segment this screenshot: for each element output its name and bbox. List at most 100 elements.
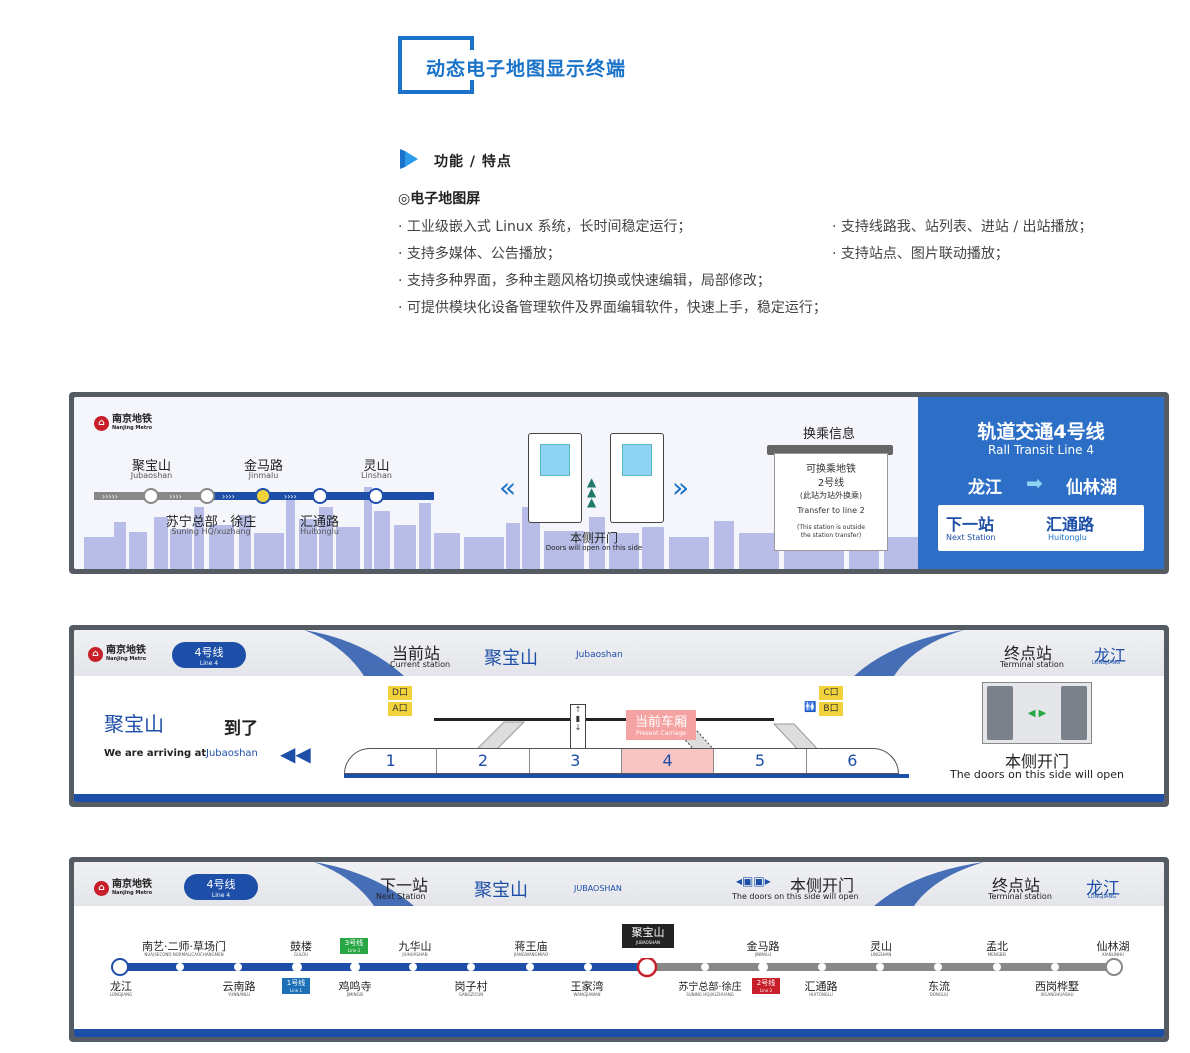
current-station-label: 当前站 xyxy=(392,644,441,663)
station-name-en: JIUHUASHAN xyxy=(402,952,428,957)
next-station-label-en: Next Station xyxy=(376,892,426,901)
station-name-en: WANGJIAWAN xyxy=(573,992,601,997)
next-station-name: 聚宝山 xyxy=(474,880,528,901)
door-label: 本侧开门 xyxy=(569,531,618,545)
station-name-en: GANGZICUN xyxy=(458,992,484,997)
arrived-label: 到了 xyxy=(224,719,258,739)
exit-sign: A口 xyxy=(388,702,412,716)
station-name: 金马路 xyxy=(746,940,780,953)
feature-item: · 工业级嵌入式 Linux 系统，长时间稳定运行； xyxy=(398,219,692,235)
feature-item: · 可提供模块化设备管理软件及界面编辑软件，快速上手，稳定运行； xyxy=(398,300,827,316)
logo-text: 南京地铁 xyxy=(106,645,146,656)
transfer-badge-label: 3号线 xyxy=(344,939,364,947)
double-arrow-left-icon: ◀◀ xyxy=(280,742,311,766)
station-name-en: JINMALU xyxy=(754,952,772,957)
chevron-left-icon: « xyxy=(499,471,517,504)
station-name-en: Jinmalu xyxy=(248,471,279,480)
station-name-en: JIANGWANGMIAO xyxy=(513,952,549,957)
features-title: 功能 / 特点 xyxy=(434,154,512,170)
section-title: ◎电子地图屏 xyxy=(398,191,481,207)
transfer-badge-label-en: Line 1 xyxy=(289,988,303,993)
transfer-badge-line2: 2号线 Line 2 xyxy=(752,978,780,994)
station-name-en: YUNNANLU xyxy=(227,992,251,997)
feature-item: · 支持多媒体、公告播放； xyxy=(398,246,561,262)
logo-text-en: Nanjing Metro xyxy=(106,656,147,662)
swoosh-decor xyxy=(304,630,404,676)
terminal-station: 仙林湖 xyxy=(1066,478,1117,498)
station-name-en: HUITONGLU xyxy=(809,992,833,997)
station-name: 汇通路 xyxy=(299,515,339,530)
metro-logo-icon: ⌂ xyxy=(94,415,109,431)
door-label-en: The doors on this side will open xyxy=(949,768,1125,781)
door-illustration: ◀ ▶ xyxy=(982,682,1092,744)
current-station-label-en: Current station xyxy=(390,660,451,669)
present-carriage-label: 当前车厢 xyxy=(634,715,687,730)
page-title: 动态电子地图显示终端 xyxy=(426,58,627,80)
transfer-line: 可换乘地铁 xyxy=(806,464,856,475)
chevron-right-icon: » xyxy=(672,471,690,504)
transfer-title: 换乘信息 xyxy=(802,427,855,442)
station-name: 东流 xyxy=(928,980,950,993)
station-name: 鸡鸣寺 xyxy=(338,980,372,993)
feature-item: · 支持站点、图片联动播放； xyxy=(832,246,1009,262)
carriage: 5 xyxy=(714,749,807,773)
transfer-badge-line1: 1号线 Line 1 xyxy=(282,978,310,994)
current-station-name: 聚宝山 xyxy=(484,648,538,669)
station-name-en: MENGBEI xyxy=(987,952,1007,957)
terminal-label-en: Terminal station xyxy=(1000,660,1064,669)
door-open-arrows-icon: ◀ ▶ xyxy=(1027,707,1047,719)
next-station-label: 下一站 xyxy=(946,515,995,534)
current-station-flag-label-en: JUBAOSHAN xyxy=(636,940,660,945)
carriage: 2 xyxy=(437,749,530,773)
current-station-flag: 聚宝山 JUBAOSHAN xyxy=(622,924,674,948)
line-badge-label: 4号线 xyxy=(194,646,224,659)
door-left xyxy=(528,433,582,523)
transfer-line: (This station is outside xyxy=(797,524,865,531)
station-name: 汇通路 xyxy=(804,980,838,993)
door-panel xyxy=(987,686,1013,740)
logo-text-en: Nanjing Metro xyxy=(112,425,153,431)
swoosh-decor xyxy=(314,862,414,906)
transfer-badge-label-en: Line 2 xyxy=(759,988,773,993)
route-line xyxy=(111,958,1123,978)
feature-item: · 支持多种界面，多种主题风格切换或快速编辑，局部修改； xyxy=(398,273,771,289)
transfer-line: 2号线 xyxy=(817,478,845,489)
station-name: 灵山 xyxy=(363,459,390,474)
terminal-station-name: 龙江 xyxy=(1086,879,1120,899)
terminal-station-name-en: LONGJIANG xyxy=(1092,660,1121,666)
train-body: 1 2 3 4 5 6 xyxy=(344,748,899,774)
station-name: 龙江 xyxy=(110,980,132,993)
logo-text: 南京地铁 xyxy=(112,414,152,425)
svg-text:›››››: ››››› xyxy=(102,492,118,501)
door-label: 本侧开门 xyxy=(790,876,855,895)
svg-text:››››: ›››› xyxy=(169,492,182,501)
chevron-up-icon: ▲▲▲ xyxy=(587,475,597,509)
station-name-en: Huitonglu xyxy=(300,527,339,536)
title-frame xyxy=(398,36,474,94)
terminal-label-en: Terminal station xyxy=(988,892,1052,901)
transfer-line: the station transfer) xyxy=(800,532,862,539)
station-name-en: LONGJIANG xyxy=(109,992,133,997)
next-station-label: 下一站 xyxy=(380,876,429,895)
svg-text:››››: ›››› xyxy=(222,492,235,501)
station-name: 孟北 xyxy=(986,940,1008,953)
transfer-board: 可换乘地铁 2号线 (此站为站外换乘) Transfer to line 2 (… xyxy=(774,453,888,551)
arrow-right-icon: ➡ xyxy=(1026,471,1043,495)
terminal-station-name-en: LONGJIANG xyxy=(1088,894,1117,900)
carriage: 3 xyxy=(530,749,622,773)
logo-text: 南京地铁 xyxy=(112,879,152,890)
station-name: 岗子村 xyxy=(454,980,488,993)
next-station-label-en: Next Station xyxy=(946,533,996,542)
station-name: 鼓楼 xyxy=(290,940,312,953)
station-name-en: LINGSHAN xyxy=(870,952,892,957)
station-name-en: NUA|SECOND NORMAL|CAOCHANGMEN xyxy=(144,952,224,957)
station-name: 西岗桦墅 xyxy=(1035,980,1079,993)
station-name: 金马路 xyxy=(243,459,283,474)
line-badge-label-en: Line 4 xyxy=(211,892,231,899)
station-name-en: DONGLIU xyxy=(929,992,949,997)
route-line: ››››››››››››››››› xyxy=(94,488,434,504)
carriage: 6 xyxy=(847,751,858,770)
station-name-en: SUNING HQ|XUZHUANG xyxy=(686,992,734,997)
